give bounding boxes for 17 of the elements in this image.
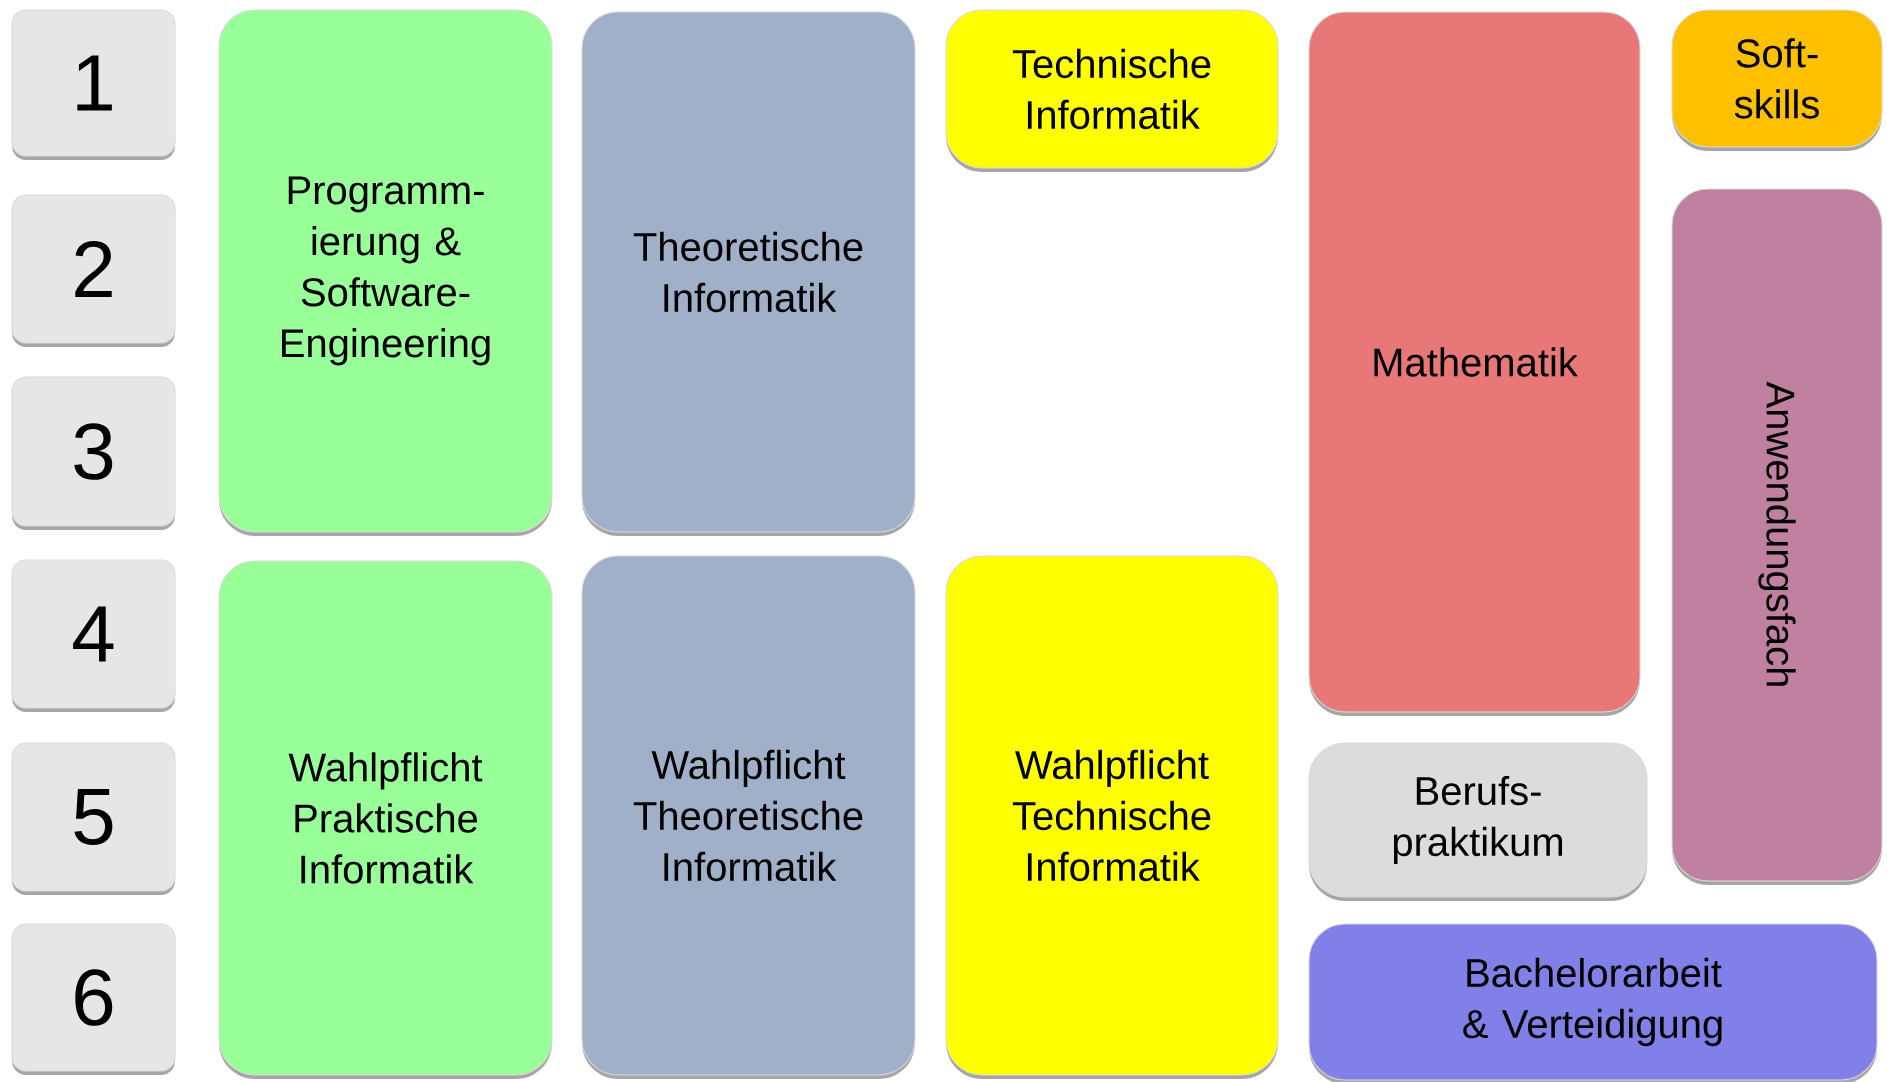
module-box: Mathematik bbox=[1308, 11, 1641, 716]
semester-number-box: 5 bbox=[11, 742, 176, 895]
module-box: Theoretische Informatik bbox=[581, 11, 916, 536]
module-box: Anwendungsfach bbox=[1671, 188, 1883, 885]
semester-number-box: 6 bbox=[11, 923, 176, 1075]
module-box: Berufs- praktikum bbox=[1308, 742, 1648, 901]
module-box: Wahlpflicht Technische Informatik bbox=[945, 555, 1279, 1079]
module-box: Soft- skills bbox=[1671, 9, 1883, 151]
module-box: Programm- ierung & Software- Engineering bbox=[218, 9, 553, 536]
module-box: Wahlpflicht Praktische Informatik bbox=[218, 560, 553, 1079]
semester-number-box: 3 bbox=[11, 376, 176, 530]
semester-number-box: 4 bbox=[11, 559, 176, 712]
module-box: Bachelorarbeit & Verteidigung bbox=[1308, 923, 1878, 1082]
module-box: Wahlpflicht Theoretische Informatik bbox=[581, 555, 916, 1079]
semester-number-box: 2 bbox=[11, 194, 176, 347]
semester-number-box: 1 bbox=[11, 9, 176, 160]
module-box: Technische Informatik bbox=[945, 9, 1279, 172]
